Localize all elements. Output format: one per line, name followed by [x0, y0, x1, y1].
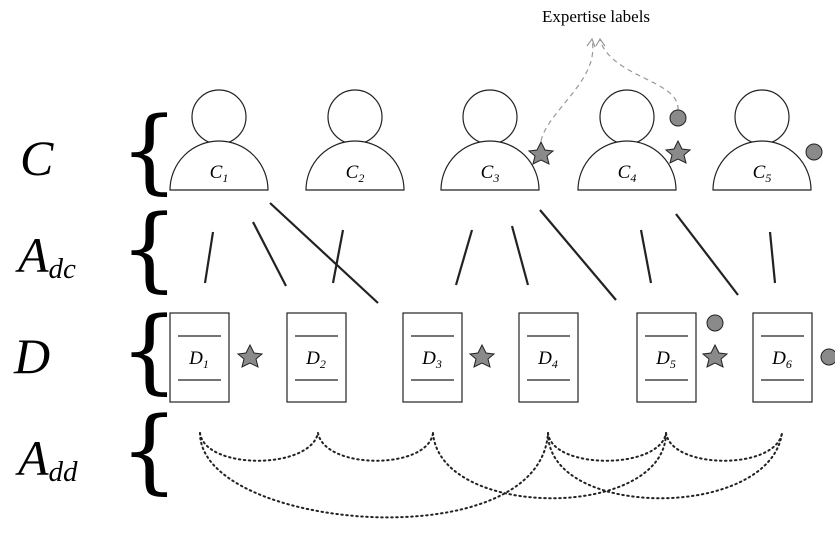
dc-edges: [203, 202, 777, 304]
dc-edge: [675, 213, 739, 296]
arrowhead-left: [586, 37, 596, 48]
document-d4-label: D4: [537, 348, 558, 371]
row-label-add: Add: [15, 430, 78, 488]
document-d5: D5: [636, 312, 697, 403]
annotation-arrowheads: [586, 37, 606, 48]
star-icon: [527, 140, 555, 165]
document-d3: D3: [402, 312, 463, 403]
star-icon: [468, 343, 496, 368]
dd-edge: [317, 432, 434, 462]
document-d1-label: D1: [188, 348, 209, 371]
dd-edge: [665, 432, 783, 462]
circle-icon: [706, 314, 724, 332]
person-head-icon: [599, 89, 655, 145]
person-head-icon: [191, 89, 247, 145]
dc-edge: [269, 202, 379, 304]
star-icon: [664, 139, 692, 164]
document-d3-label: D3: [421, 348, 442, 371]
document-icon: [286, 312, 347, 403]
annotation-arrows: [540, 39, 679, 142]
row-adc-sub: dc: [49, 253, 77, 285]
document-d1: D1: [169, 312, 230, 403]
row-label-d: D: [13, 328, 50, 384]
document-d2-label: D2: [305, 348, 326, 371]
svg-text:Add: Add: [15, 430, 78, 488]
person-body-icon: [577, 140, 677, 191]
brace-d: {: [120, 297, 179, 404]
contributor-c1: C1: [169, 89, 269, 191]
row-c-base: C: [20, 130, 54, 186]
dd-edge: [199, 432, 549, 519]
document-icon: [752, 312, 813, 403]
star-icon: [236, 343, 264, 368]
svg-text:Adc: Adc: [15, 227, 76, 285]
dc-edge: [203, 231, 215, 284]
person-body-icon: [712, 140, 812, 191]
dd-edge: [432, 432, 667, 500]
person-body-icon: [440, 140, 540, 191]
circle-icon: [805, 143, 823, 161]
row-label-c: C: [20, 130, 54, 186]
row-add-base: A: [15, 430, 49, 486]
person-body-icon: [169, 140, 269, 191]
document-d6-label: D6: [771, 348, 792, 371]
annotation-arrow-from-circle: [599, 39, 679, 111]
svg-text:C: C: [20, 130, 54, 186]
row-d-base: D: [13, 328, 50, 384]
star-icon: [701, 343, 729, 368]
document-d4: D4: [518, 312, 579, 403]
brace-add: {: [120, 397, 179, 504]
row-label-adc: Adc: [15, 227, 76, 285]
expertise-labels-annotation: Expertise labels: [542, 7, 650, 26]
dc-edge: [454, 229, 474, 286]
contributor-c5: C5: [712, 89, 812, 191]
row-adc-base: A: [15, 227, 49, 283]
circle-icon: [669, 109, 687, 127]
contributor-c1-label: C1: [210, 162, 229, 185]
dc-edge: [539, 209, 617, 301]
dc-edge: [331, 229, 345, 284]
document-d6: D6: [752, 312, 813, 403]
circle-icon: [820, 348, 835, 366]
document-d5-label: D5: [655, 348, 676, 371]
person-head-icon: [327, 89, 383, 145]
document-icon: [518, 312, 579, 403]
dc-edge: [639, 229, 653, 284]
document-icon: [636, 312, 697, 403]
person-head-icon: [734, 89, 790, 145]
svg-text:D: D: [13, 328, 50, 384]
row-add-sub: dd: [49, 456, 79, 488]
contributor-c2-label: C2: [346, 162, 365, 185]
document-d2: D2: [286, 312, 347, 403]
brace-adc: {: [120, 195, 179, 302]
person-head-icon: [462, 89, 518, 145]
contributor-c4: C4: [577, 89, 677, 191]
brace-c: {: [120, 97, 179, 204]
dd-edges: [199, 432, 783, 519]
person-body-icon: [305, 140, 405, 191]
contributor-c5-label: C5: [753, 162, 772, 185]
dc-edge: [510, 225, 530, 286]
dc-edge: [768, 231, 777, 284]
contributor-c3-label: C3: [481, 162, 500, 185]
arrowhead-right: [595, 37, 606, 47]
contributor-c3: C3: [440, 89, 540, 191]
document-icon: [402, 312, 463, 403]
contributor-c4-label: C4: [618, 162, 637, 185]
dc-edge: [252, 221, 287, 287]
document-icon: [169, 312, 230, 403]
annotation-arrow-from-star: [540, 39, 594, 142]
dd-edge: [199, 432, 319, 462]
contributor-c2: C2: [305, 89, 405, 191]
dd-edge: [547, 432, 667, 462]
